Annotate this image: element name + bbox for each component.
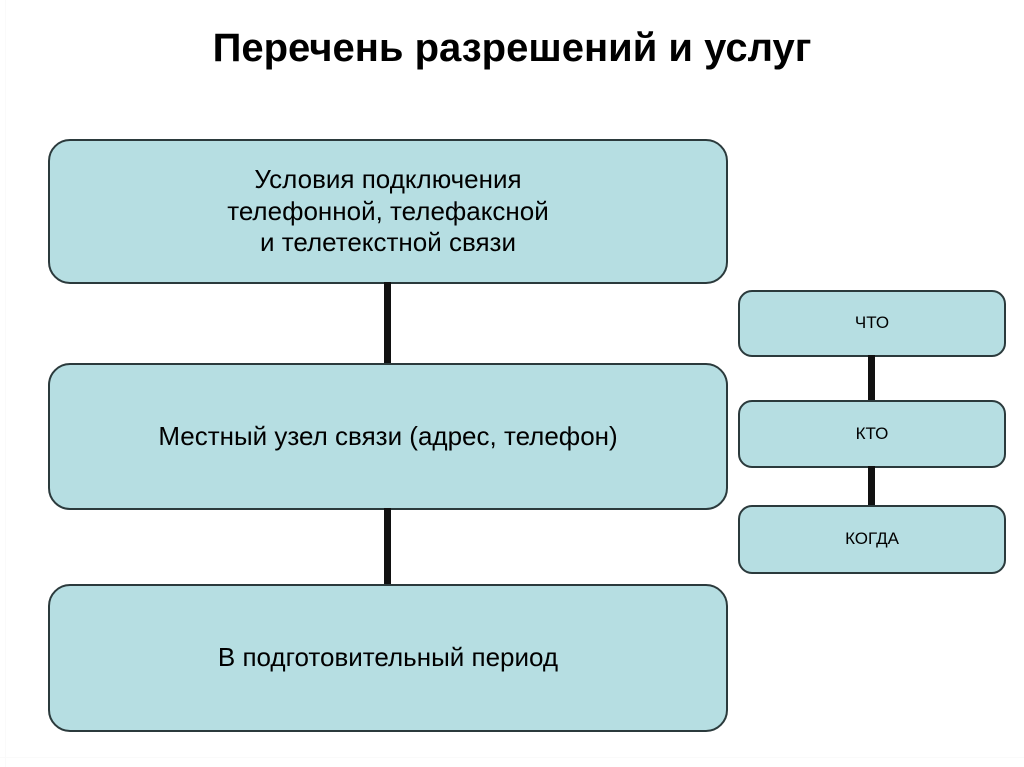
flow-node-when[interactable]: КОГДА xyxy=(738,505,1006,574)
page-title: Перечень разрешений и услуг xyxy=(212,26,812,70)
connector-conditions-to-local-node xyxy=(384,282,391,365)
connector-what-to-who xyxy=(868,355,875,402)
flow-node-prep-period[interactable]: В подготовительный период xyxy=(48,584,728,732)
connector-local-node-to-prep-period xyxy=(384,508,391,586)
flow-node-who-label: КТО xyxy=(855,423,889,443)
flow-node-what[interactable]: ЧТО xyxy=(738,290,1006,357)
flow-node-what-label: ЧТО xyxy=(854,313,890,333)
flow-node-conditions-label: Условия подключения телефонной, телефакс… xyxy=(227,163,549,258)
flow-node-conditions[interactable]: Условия подключения телефонной, телефакс… xyxy=(48,139,728,284)
connector-who-to-when xyxy=(868,466,875,507)
flow-node-who[interactable]: КТО xyxy=(738,400,1006,468)
page-frame-bottom-line xyxy=(0,757,1024,758)
flow-node-prep-period-label: В подготовительный период xyxy=(217,642,559,673)
page-frame-left-line xyxy=(5,0,6,767)
flow-node-local-node-label: Местный узел связи (адрес, телефон) xyxy=(158,420,618,451)
flow-node-when-label: КОГДА xyxy=(845,529,899,549)
flow-node-local-node[interactable]: Местный узел связи (адрес, телефон) xyxy=(48,363,728,510)
